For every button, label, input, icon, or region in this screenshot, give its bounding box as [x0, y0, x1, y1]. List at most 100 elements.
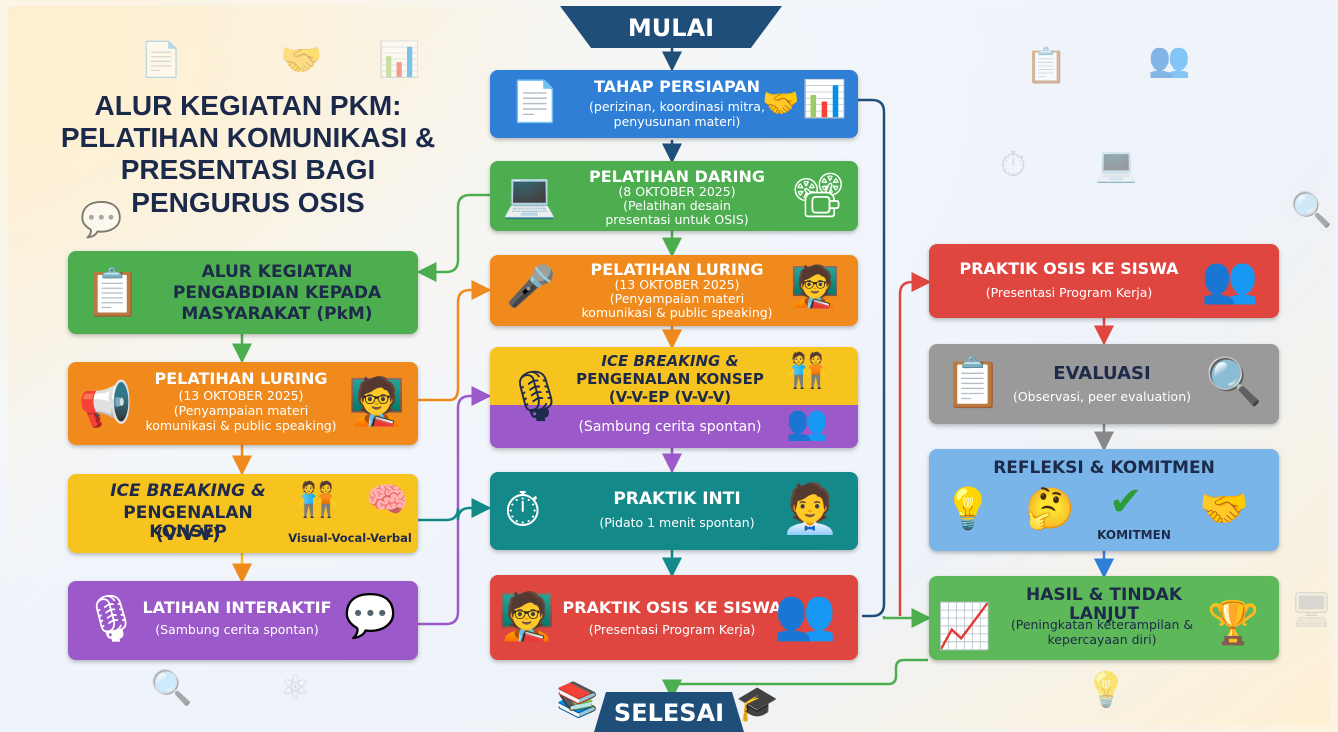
persiapan-sub-2: penyusunan materi)	[613, 114, 741, 129]
search-bg-icon: 🔍	[1290, 190, 1333, 230]
hasil-title: HASIL & TINDAK LANJUT	[1025, 585, 1183, 624]
hasil-sub-1: (Peningkatan keterampilan &	[1010, 617, 1194, 632]
video-screen-icon: 📽	[790, 170, 846, 221]
books-apple-icon: 📚	[556, 680, 599, 720]
daring-sub-1: (8 OKTOBER 2025)	[618, 184, 736, 199]
praktik-osis-center-title: PRAKTIK OSIS KE SISWA	[562, 598, 782, 617]
people-talking-icon: 🧑‍🤝‍🧑	[786, 351, 829, 391]
title-line-1: ALUR KEGIATAN PKM:	[94, 90, 402, 121]
step-tahap-persiapan: 📄 TAHAP PERSIAPAN (perizinan, koordinasi…	[490, 70, 858, 138]
daring-sub-2: (Pelatihan desain	[623, 198, 731, 213]
title-line-3: PRESENTASI BAGI	[120, 154, 376, 186]
ice-left-caption: Visual-Vocal-Verbal	[288, 531, 412, 545]
bulb-bg-icon: 💡	[1085, 670, 1128, 710]
ice-left-title-1: ICE BREAKING &	[110, 481, 266, 501]
title-line-4: PENGURUS OSIS	[131, 186, 365, 218]
luring-left-sub-1: (13 OKTOBER 2025)	[178, 388, 304, 403]
luring-center-title: PELATIHAN LURING	[590, 260, 764, 279]
presentation-audience-icon: 👥	[1201, 252, 1259, 306]
thinking-person-icon: 🤔	[1025, 486, 1075, 532]
end-banner	[594, 692, 744, 732]
document-bg-icon: 📄	[140, 40, 183, 80]
megaphone-icon: 📢	[78, 379, 133, 430]
luring-center-sub-3: komunikasi & public speaking)	[581, 305, 773, 320]
head-gears-icon: 🧠	[366, 480, 409, 520]
checkmark-icon: ✔	[1109, 479, 1143, 525]
luring-center-sub-1: (13 OKTOBER 2025)	[614, 277, 740, 292]
page-title: ALUR KEGIATAN PKM: PELATIHAN KOMUNIKASI …	[48, 90, 448, 219]
laptop-bg-icon: 💻	[1095, 145, 1138, 185]
magnifier-report-icon: 🔍	[1205, 354, 1263, 408]
presentation-board-icon: 📊	[802, 79, 847, 120]
luring-left-sub-3: komunikasi & public speaking)	[145, 418, 337, 433]
trophy-students-icon: 🏆	[1207, 598, 1260, 647]
daring-sub-3: presentasi untuk OSIS)	[605, 212, 749, 227]
group-bg-icon: 👥	[1148, 40, 1191, 80]
ice-center-title-2: PENGENALAN KONSEP	[576, 370, 764, 388]
praktik-inti-title: PRAKTIK INTI	[613, 489, 741, 509]
luring-center-sub-2: (Penyampaian materi	[609, 291, 745, 306]
ice-center-sub: (Sambung cerita spontan)	[578, 419, 762, 435]
clipboard-checklist-icon: 📋	[943, 355, 1003, 411]
laptop-icon: 💻	[502, 170, 557, 221]
atom-bg-icon: ⚛	[280, 668, 311, 708]
slides-bg-icon: 🖥	[1290, 590, 1334, 630]
classroom-icon: 🧑‍🏫	[790, 264, 840, 310]
ice-center-title-3: (V-V-EP (V-V-V)	[608, 388, 732, 406]
stopwatch-bg-icon: ⏱	[1000, 145, 1027, 185]
discussion-icon: 💬	[344, 591, 397, 640]
step-latihan-interaktif: 🎙 LATIHAN INTERAKTIF (Sambung cerita spo…	[68, 581, 418, 660]
graduates-icon: 🎓	[736, 684, 779, 724]
step-pelatihan-luring-center: 🎤 PELATIHAN LURING (13 OKTOBER 2025) (Pe…	[490, 255, 858, 326]
presentation-bg-icon: 📊	[378, 40, 421, 80]
handshake-bg-icon: 🤝	[280, 40, 323, 80]
chat-bg-icon: 💬	[80, 200, 123, 240]
ice-center-title-1: ICE BREAKING &	[601, 352, 739, 370]
persiapan-title: TAHAP PERSIAPAN	[594, 77, 760, 96]
alur-pkm-line-2: PENGABDIAN KEPADA	[172, 283, 382, 303]
step-evaluasi: 📋 EVALUASI (Observasi, peer evaluation) …	[929, 344, 1279, 424]
start-banner	[560, 6, 782, 48]
title-line-2: PELATIHAN KOMUNIKASI &	[60, 122, 436, 154]
step-praktik-osis-center: 🧑‍🏫 PRAKTIK OSIS KE SISWA (Presentasi Pr…	[490, 575, 858, 660]
growth-chart-icon: 📈	[937, 601, 992, 652]
document-icon: 📄	[510, 79, 560, 125]
step-ice-breaking-left: ICE BREAKING & PENGENALAN KONSEP (V-V-V)…	[68, 474, 418, 553]
ice-center-purple-band	[490, 405, 858, 448]
step-hasil-tindak-lanjut: HASIL & TINDAK LANJUT 📈 (Peningkatan ket…	[929, 576, 1279, 660]
persiapan-sub-1: (perizinan, koordinasi mitra,	[589, 99, 765, 114]
praktik-osis-right-title: PRAKTIK OSIS KE SISWA	[959, 259, 1179, 278]
people-chat-icon: 🧑‍🤝‍🧑	[296, 480, 339, 520]
start-label: MULAI	[627, 14, 715, 42]
refleksi-title: REFLEKSI & KOMITMEN	[993, 458, 1215, 478]
daring-title: PELATIHAN DARING	[588, 167, 766, 186]
audience-icon: 👥	[774, 585, 837, 643]
step-praktik-inti: ⏱ PRAKTIK INTI (Pidato 1 menit spontan) …	[490, 472, 858, 550]
praktik-inti-sub: (Pidato 1 menit spontan)	[599, 515, 755, 530]
ice-left-title-3: (V-V-V)	[155, 525, 221, 545]
ice-left-title-2: PENGENALAN KONSEP	[123, 503, 253, 542]
podium-speaker-icon: 🎤	[506, 264, 556, 310]
alur-pkm-line-1: ALUR KEGIATAN	[201, 262, 353, 282]
magnifier-bg-icon: 🔍	[150, 668, 193, 708]
step-refleksi-komitmen: REFLEKSI & KOMITMEN 💡 🤔 ✔ KOMITMEN 🤝	[929, 449, 1279, 551]
step-ice-breaking-center: 🎙 ICE BREAKING & PENGENALAN KONSEP (V-V-…	[490, 347, 858, 448]
luring-left-title: PELATIHAN LURING	[154, 369, 328, 388]
evaluasi-sub: (Observasi, peer evaluation)	[1012, 389, 1192, 404]
microphone-left-icon: 🎙	[82, 591, 141, 645]
people-exchange-icon: 👥	[786, 403, 829, 443]
speaker-icon: 🧑‍💼	[780, 481, 840, 537]
profile-document-icon: 📋	[84, 265, 142, 319]
step-pelatihan-luring-left: 📢 PELATIHAN LURING (13 OKTOBER 2025) (Pe…	[68, 362, 418, 445]
evaluasi-title: EVALUASI	[1053, 363, 1151, 384]
alur-pkm-line-3: MASYARAKAT (PkM)	[181, 304, 373, 324]
handshake-icon: 🤝	[762, 86, 800, 121]
step-pelatihan-daring: 💻 PELATIHAN DARING (8 OKTOBER 2025) (Pel…	[490, 161, 858, 231]
stopwatch-icon: ⏱	[504, 482, 542, 538]
classroom-lecture-icon: 🧑‍🏫	[348, 374, 406, 428]
praktik-osis-right-sub: (Presentasi Program Kerja)	[985, 285, 1153, 300]
latihan-title: LATIHAN INTERAKTIF	[142, 598, 332, 617]
komitmen-caption: KOMITMEN	[1097, 528, 1171, 542]
idea-hand-icon: 💡	[943, 486, 993, 532]
latihan-sub: (Sambung cerita spontan)	[155, 622, 319, 637]
